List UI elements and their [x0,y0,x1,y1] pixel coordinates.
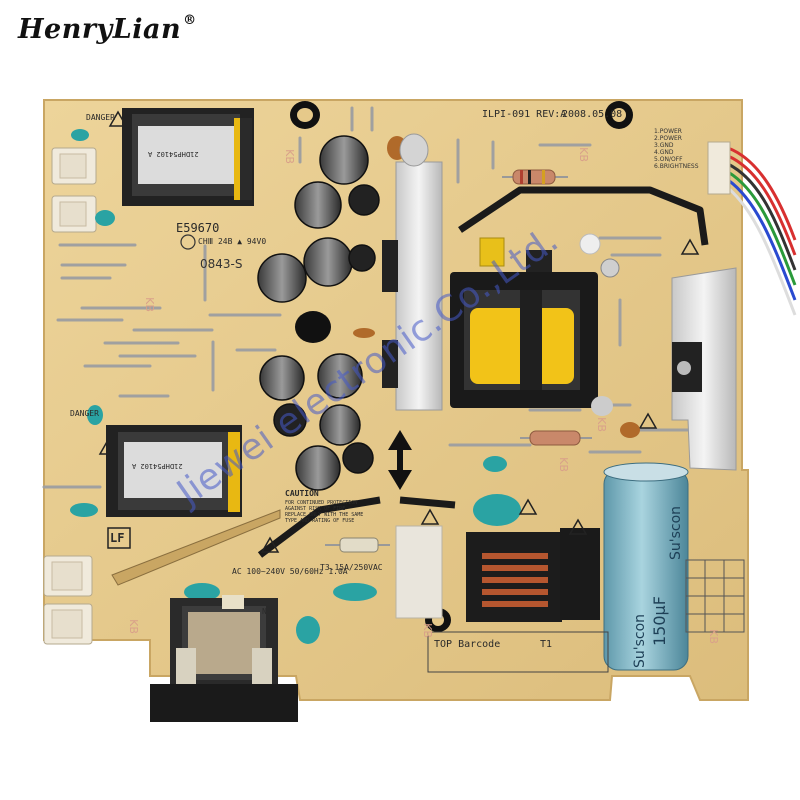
transformer-bottom-label: 21DHP54102 A [132,462,183,470]
ul-code: E59670 [176,221,220,235]
connector-cn501 [51,147,97,185]
caution-line: TYPE AND RATING OF FUSE [285,518,355,524]
arrow-updown-icon [388,430,412,490]
caution-text: FOR CONTINUED PROTECTION AGAINST RISK OF… [285,500,363,524]
led-clear [579,233,601,255]
trimmer [600,258,620,278]
lf-box [107,527,131,549]
danger-label-top: DANGER [86,113,115,122]
pcb-traces [257,186,709,558]
lf-label: LF [110,531,125,545]
caution-line: FOR CONTINUED PROTECTION [285,500,358,506]
high-voltage-warning-icon [98,110,700,553]
transformer-main [450,272,598,408]
wire-harness [727,146,797,316]
pin-label: 1.POWER [654,128,682,135]
pin-label: 3.GND [654,142,674,149]
electrolytic-caps [257,135,380,491]
transformer-bottom [106,425,242,517]
kb-mark: KB [556,457,570,472]
heatsink-left [382,161,443,411]
pin-label: 4.GND [654,149,674,156]
caution-title: CAUTION [285,489,319,498]
connector-cn502 [43,555,93,597]
board-date: 2008.05.08 [562,109,623,120]
barcode-label: TOP Barcode [434,639,501,650]
pcb-trace-strip [111,509,281,586]
kb-mark: KB [282,149,296,164]
big-cap-brand-2: Su'scon [668,505,684,560]
kb-mark: KB [576,147,590,162]
common-mode-choke [466,528,600,622]
kb-mark: KB [420,623,434,638]
registered-mark: ® [183,13,197,28]
kb-mark: KB [126,619,140,634]
transformer-top-label: 21DHP54102 A [148,150,199,158]
barcode-area [427,631,609,673]
film-caps [353,133,640,438]
n-mark: N [262,607,267,616]
board-model: ILPI-091 REV:A [482,109,567,120]
danger-label-bottom: DANGER [70,409,99,418]
kb-mark: KB [706,629,720,644]
transformer-top [122,108,254,206]
pin-label: 5.ON/OFF [654,156,683,163]
pin-label: 6.BRIGHTNESS [654,163,699,170]
yellow-box-cap [479,237,505,267]
heatsink-right [671,267,737,471]
ac-rating: AC 100~240V 50/60Hz 1.0A [232,567,348,576]
connector-cn504 [43,603,93,645]
axial-resistor-2 [520,430,592,446]
x-capacitor-block [395,525,443,619]
big-cap-value: 150µF [650,596,669,646]
axial-resistor [502,169,568,185]
pin-label: 2.POWER [654,135,682,142]
ac-power-inlet [150,595,298,722]
connector-cn503 [51,195,97,233]
fuse [325,537,390,553]
fuse-rating: T3.15A/250VAC [320,563,383,572]
kb-mark: KB [142,297,156,312]
caution-line: REPLACE ONLY WITH THE SAME [285,512,364,518]
kb-mark: KB [594,417,608,432]
ul-rating: CHⅢ 24B ▲ 94V0 [198,237,267,246]
handwritten-code: 0843-S [200,257,243,271]
ul-logo-icon [180,234,196,250]
connector-pin-list: 1.POWER 2.POWER 3.GND 4.GND 5.ON/OFF 6.B… [654,128,699,170]
brand-logo: HenryLian® [18,13,197,45]
grid-box [685,559,745,633]
ic-small [526,250,552,272]
capacitor-big-150uF [603,462,689,671]
big-cap-brand: Su'scon [632,613,648,668]
brand-name: HenryLian [18,14,182,45]
ceramic-caps [70,129,521,644]
wire-connector [707,141,731,195]
caution-line: AGAINST RISK OF FIRE [285,506,346,512]
t1-label: T1 [540,639,553,650]
